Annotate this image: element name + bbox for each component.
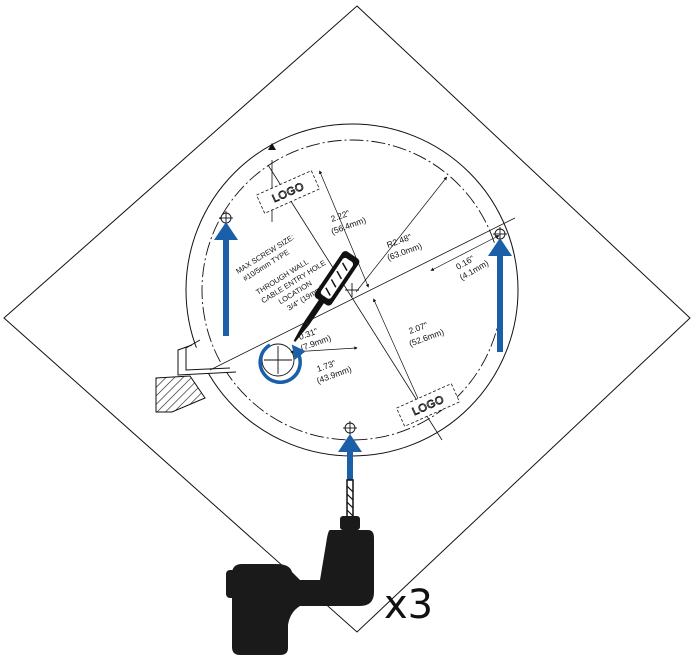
screw-hole-bottom	[343, 421, 357, 435]
dim-line-2-22	[319, 170, 369, 288]
arrow-left	[214, 222, 238, 336]
top-arrow-icon	[268, 143, 276, 150]
arrow-bottom	[338, 434, 362, 482]
screwdriver-icon	[293, 251, 360, 342]
center-cross-icon	[345, 283, 359, 297]
multiplier-text: x3	[384, 582, 433, 628]
dim-line-radius	[355, 176, 448, 293]
mount-tab	[177, 344, 237, 376]
arrow-right	[488, 238, 512, 352]
rotate-arrow-icon	[258, 343, 306, 384]
dim-line-0-16	[430, 235, 500, 271]
mount-tab-body	[185, 339, 231, 371]
hatched-block	[155, 375, 206, 413]
drill-icon	[226, 516, 374, 655]
paper-template	[3, 5, 691, 633]
dim-line-2-07	[373, 298, 425, 414]
drill-bit	[346, 479, 354, 519]
